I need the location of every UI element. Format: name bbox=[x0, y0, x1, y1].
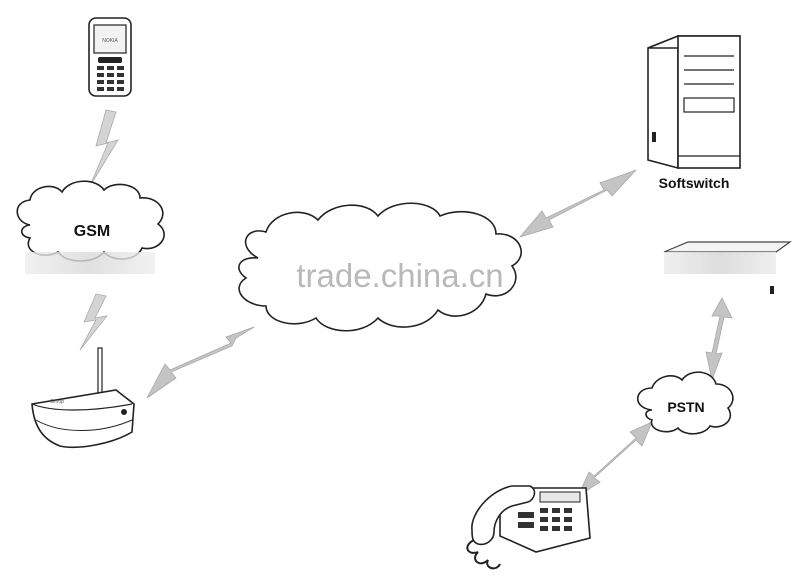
pstn-label: PSTN bbox=[667, 399, 704, 415]
link-arrow-gateway-pstn bbox=[705, 297, 733, 382]
link-arrow-cloud-softswitch bbox=[518, 169, 637, 238]
link-arrow-pstn-phone bbox=[577, 421, 653, 498]
softswitch-server-icon bbox=[647, 34, 741, 170]
desk-phone-icon bbox=[466, 485, 591, 570]
wireless-bolt-lower bbox=[79, 293, 108, 351]
gsm-label: GSM bbox=[74, 223, 110, 240]
link-arrow-gateway-cloud bbox=[146, 326, 255, 399]
gsm-gateway-icon: Grnop bbox=[31, 347, 135, 449]
gateway-device-icon bbox=[663, 241, 792, 294]
svg-text:Grnop: Grnop bbox=[50, 399, 64, 405]
wireless-bolt-upper bbox=[89, 109, 119, 187]
internet-cloud: trade.china.cn bbox=[238, 202, 522, 332]
svg-text:NOKIA: NOKIA bbox=[102, 38, 118, 44]
watermark-text: trade.china.cn bbox=[296, 257, 503, 294]
pstn-cloud: PSTN bbox=[636, 371, 734, 435]
softswitch-label: Softswitch bbox=[659, 175, 730, 191]
gsm-cloud: GSM bbox=[16, 180, 165, 262]
smudge bbox=[25, 252, 155, 274]
mobile-phone-icon: NOKIA bbox=[88, 17, 132, 97]
